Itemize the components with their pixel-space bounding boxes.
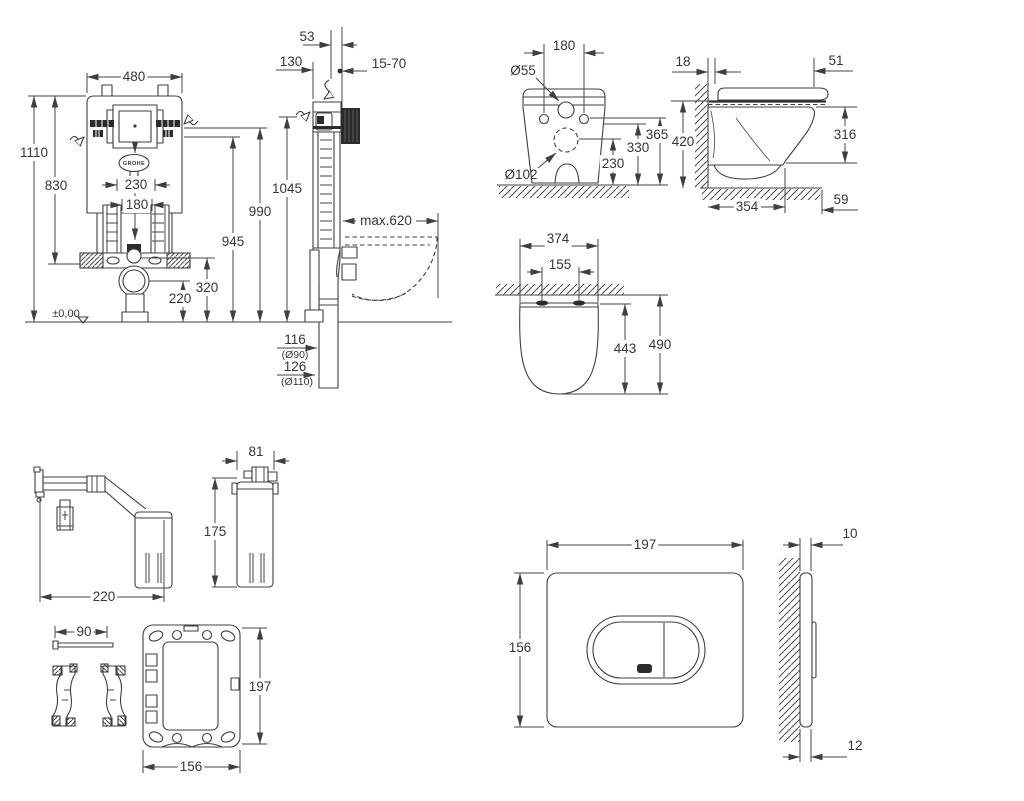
dim-316: 316	[834, 127, 857, 142]
bracket-cup	[134, 511, 173, 589]
dim-155: 155	[549, 257, 572, 272]
datum-label: ±0,00	[52, 308, 79, 320]
water-supply-arrow-icon	[324, 79, 329, 99]
dim-59: 59	[833, 192, 848, 207]
view-wc-side: 18 51 316 420 354 59	[669, 53, 859, 215]
view-wc-rear: Ø55 Ø102 180 365 330 230	[497, 38, 671, 198]
dim-outlet-dia: Ø102	[504, 167, 537, 182]
dim-130: 130	[280, 54, 303, 69]
dim-anchor-spacing: 230	[125, 177, 148, 192]
dim-420: 420	[672, 134, 695, 149]
view-wc-top: 374 155 443 490	[495, 230, 674, 395]
dim-945: 945	[222, 234, 245, 249]
dim-53: 53	[299, 29, 314, 44]
flush-button-slot	[637, 664, 652, 673]
dim-wall-range: 15-70	[372, 56, 407, 71]
flush-button	[592, 621, 700, 679]
view-frame-front: GROHE 480 1110 830 230 18	[17, 68, 452, 324]
dim-990: 990	[249, 204, 272, 219]
dim-bracket-220: 220	[93, 589, 116, 604]
grohe-logo-text: GROHE	[123, 161, 145, 167]
dim-plate-height: 156	[509, 640, 532, 655]
dim-pin-90: 90	[76, 624, 91, 639]
dim-443: 443	[614, 341, 637, 356]
dim-330: 330	[627, 140, 650, 155]
dim-wall-18: 18	[675, 54, 690, 69]
dim-354: 354	[736, 199, 759, 214]
dim-490: 490	[649, 337, 672, 352]
datum-icon	[77, 316, 89, 324]
dim-hole-spacing: 180	[553, 38, 576, 53]
dim-230: 230	[602, 156, 625, 171]
wc-bowl-outline	[708, 106, 816, 166]
wall-bracket-block	[341, 108, 360, 144]
dim-max-620: max.620	[360, 213, 412, 228]
view-bracket-front: 81 175	[201, 444, 289, 588]
flush-plate-profile	[799, 572, 813, 728]
flush-button-ring	[586, 615, 706, 685]
dim-365: 365	[646, 127, 669, 142]
dim-frame-width: 480	[123, 69, 146, 84]
dim-plate-width: 197	[634, 537, 657, 552]
dim-leg-spacing: 180	[126, 197, 149, 212]
view-frame-side: 53 130 15-70 1045 max.620 116	[269, 27, 439, 389]
dim-1045: 1045	[272, 181, 302, 196]
dim-plate-proud: 10	[842, 526, 857, 541]
dim-inlet-dia: Ø55	[510, 63, 536, 78]
bracket-cup-front	[236, 481, 274, 588]
dim-o90: (Ø90)	[282, 349, 309, 361]
dim-126: 126	[284, 359, 307, 374]
fixing-clip	[51, 663, 78, 727]
dim-374: 374	[547, 231, 570, 246]
dim-lid-51: 51	[828, 53, 843, 68]
dim-frame-156: 156	[180, 759, 203, 774]
view-flush-plate-front: 197 156	[506, 536, 744, 728]
seat-lid	[717, 87, 829, 101]
dim-plate-depth: 12	[847, 738, 862, 753]
dim-frame-height: 1110	[20, 145, 48, 160]
dim-81: 81	[248, 444, 263, 459]
wc-bowl-top	[519, 302, 599, 395]
dim-o110: (Ø110)	[281, 376, 313, 388]
view-bracket-side: 220	[33, 466, 173, 605]
wall-hatch	[779, 558, 800, 742]
wc-outline-dashed	[345, 236, 438, 302]
flush-plate	[546, 572, 744, 728]
view-fixing-parts: 90 197 156	[51, 623, 274, 775]
support-leg-right	[150, 204, 170, 254]
fixing-arrow-left-icon	[69, 135, 84, 140]
fixing-arrow-right-icon	[184, 121, 199, 126]
fixing-pin	[52, 640, 59, 650]
view-flush-plate-side: 10 12	[779, 526, 863, 762]
fixing-arrow-icon	[295, 110, 310, 115]
dim-outlet-height: 220	[169, 291, 192, 306]
dim-frame-197: 197	[249, 679, 272, 694]
mounting-frame	[142, 624, 241, 748]
dim-116: 116	[284, 332, 306, 347]
dim-rail-height: 830	[45, 178, 68, 193]
dim-175: 175	[204, 524, 227, 539]
dim-inlet-height: 320	[196, 280, 219, 295]
support-leg-left	[102, 204, 122, 254]
